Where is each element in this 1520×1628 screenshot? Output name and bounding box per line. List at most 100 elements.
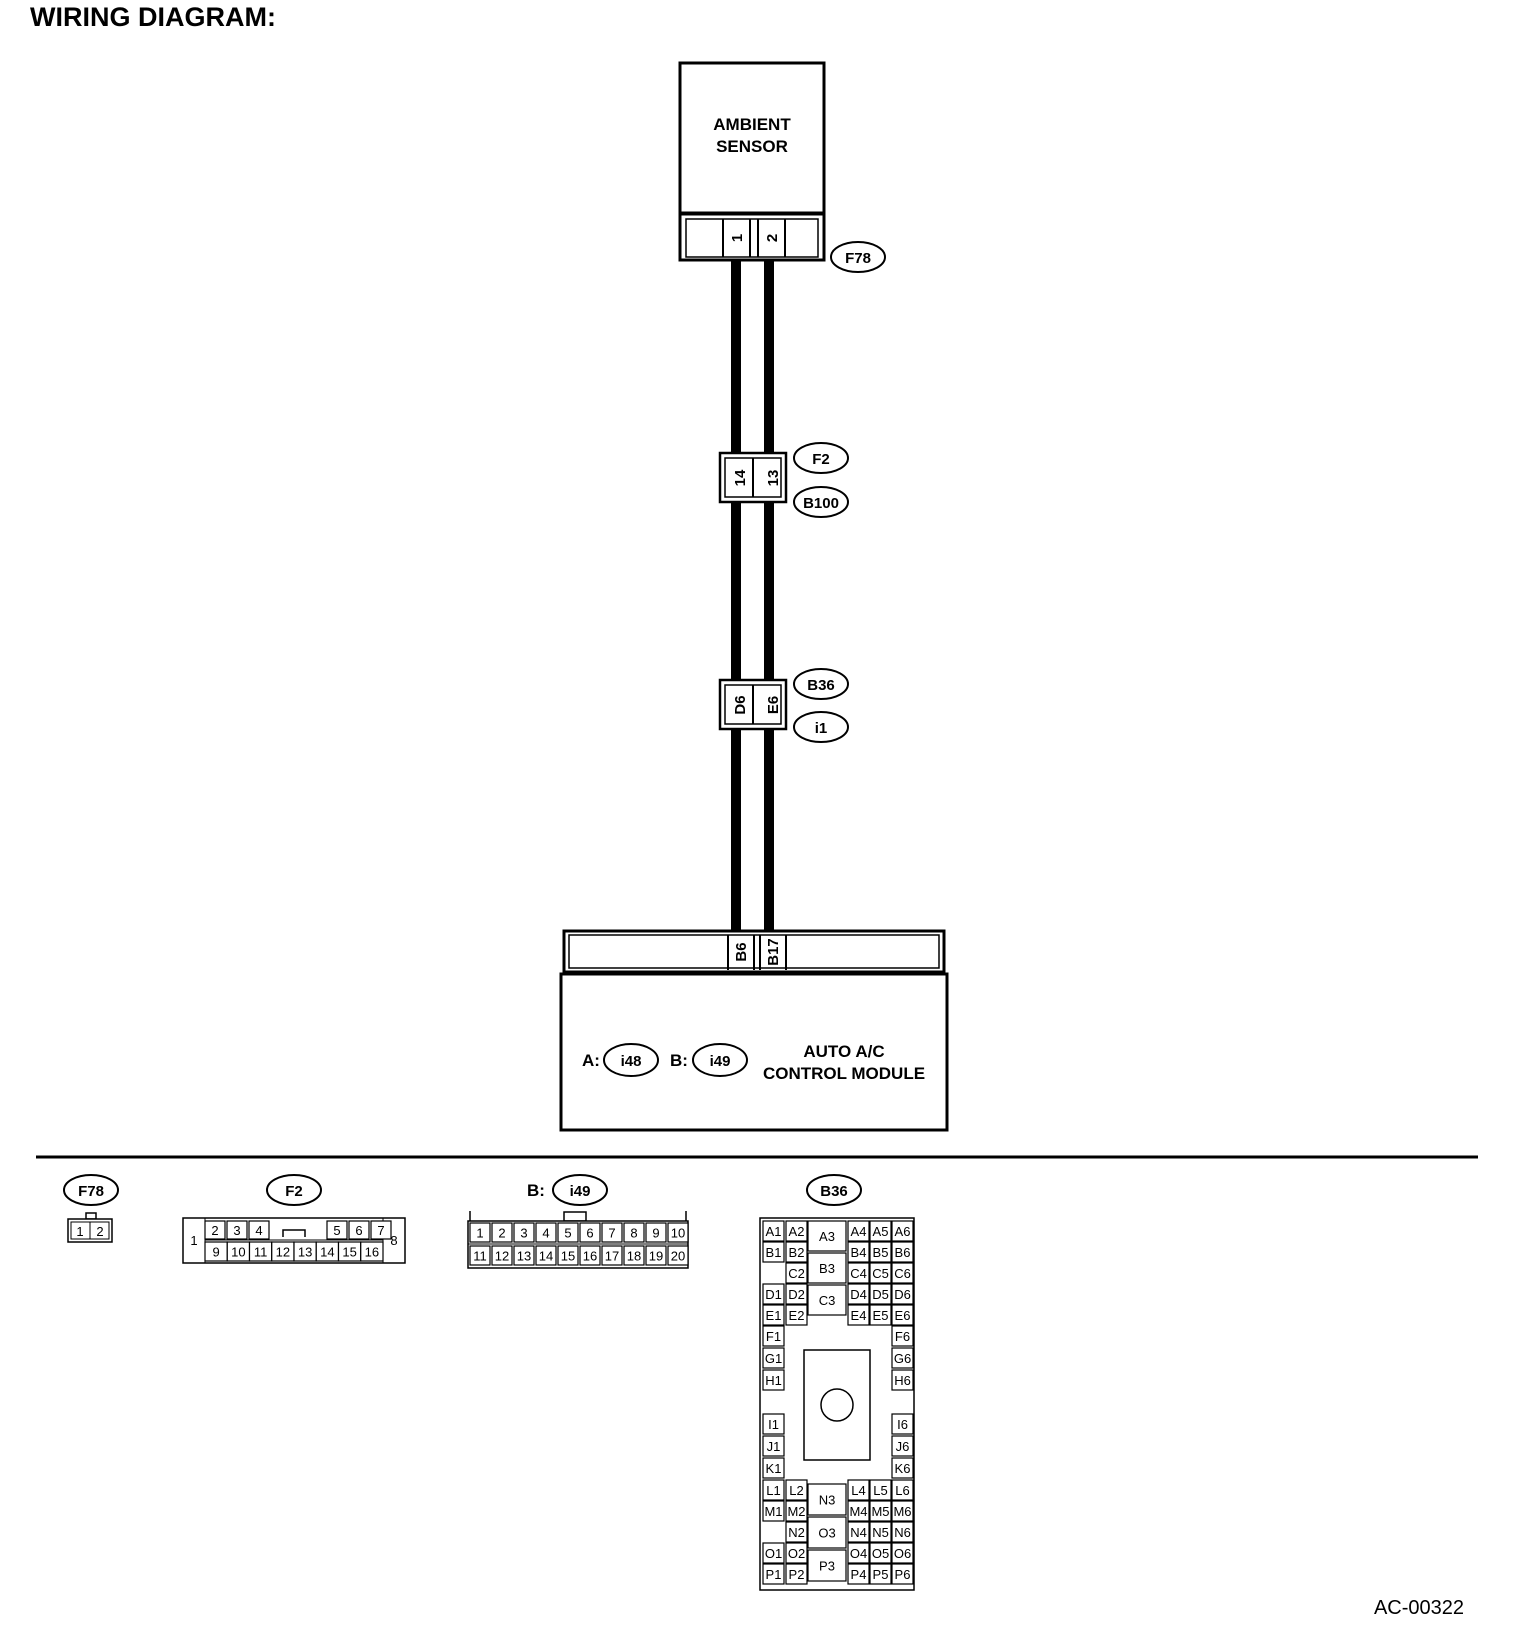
legend-b36-pin-A4: A4: [851, 1224, 867, 1239]
legend-b36-pin-D4: D4: [850, 1287, 867, 1302]
legend-b36-pin-L1-box: [762, 1479, 785, 1501]
legend-b36-pin-B2-box: [785, 1241, 808, 1263]
legend-b36-pin-M6: M6: [893, 1504, 911, 1519]
legend-b36-pin-N5: N5: [872, 1525, 889, 1540]
legend-b36-pin-B6: B6: [895, 1245, 911, 1260]
connector-tag-b36-label: B36: [807, 677, 835, 694]
legend-b36-pin-N3: N3: [819, 1493, 836, 1508]
legend-f2-pin-5-box: [326, 1220, 348, 1240]
wire-2-seg-b: [764, 500, 774, 682]
legend-b36-pin-C5: C5: [872, 1266, 889, 1281]
legend-b36-pin-O2-box: [785, 1542, 808, 1564]
legend-b36-pin-E5: E5: [873, 1308, 889, 1323]
legend-b36-pin-B5-box: [869, 1241, 892, 1263]
legend-b36-pin-M6-box: [891, 1500, 914, 1522]
legend-b36-tag: [806, 1174, 862, 1206]
legend-f2-pin-left: 1: [190, 1233, 197, 1248]
legend-b36-pin-B4: B4: [851, 1245, 867, 1260]
legend-i49-pin-14: 14: [539, 1249, 553, 1264]
legend-b36-pin-I6-box: [891, 1413, 914, 1435]
legend-i49-pin-13: 13: [517, 1249, 531, 1264]
legend-b36-pin-P2-box: [785, 1563, 808, 1585]
legend-b36-pin-J1: J1: [767, 1439, 781, 1454]
legend-b36-pin-H6: H6: [894, 1373, 911, 1388]
legend-i49-pin-19-box: [645, 1245, 667, 1266]
legend-b36-pin-C4-box: [847, 1262, 870, 1284]
junction1-pin-14: 14: [732, 469, 749, 486]
legend-b36-pin-P4: P4: [851, 1567, 867, 1582]
module-conn-a-prefix: A:: [582, 1051, 600, 1070]
legend-b36-pin-B2: B2: [789, 1245, 805, 1260]
legend-i49-pin-15-box: [557, 1245, 579, 1266]
legend-i49-pin-11-box: [469, 1245, 491, 1266]
legend-b36-pin-L4: L4: [851, 1483, 865, 1498]
legend-f2-pin-6-box: [348, 1220, 370, 1240]
legend-b36-pin-M4-box: [847, 1500, 870, 1522]
module-pin-b6: B6: [733, 942, 750, 961]
legend-b36-pin-D4-box: [847, 1283, 870, 1305]
legend-b36-pin-K6-box: [891, 1457, 914, 1479]
legend-b36-pin-P3: P3: [819, 1559, 835, 1574]
legend-b36-pin-F1: F1: [766, 1329, 781, 1344]
legend-i49-pin-18: 18: [627, 1249, 641, 1264]
legend-i49-pin-7: 7: [608, 1226, 615, 1241]
legend-i49-pin-15: 15: [561, 1249, 575, 1264]
module-conn-b-prefix: B:: [670, 1051, 688, 1070]
legend-b36-pin-N4: N4: [850, 1525, 867, 1540]
connector-tag-f2-label: F2: [812, 451, 830, 468]
legend-b36-pin-B3-box: [807, 1252, 847, 1284]
legend-b36-pin-M5-box: [869, 1500, 892, 1522]
legend-f2-pin-7: 7: [377, 1223, 384, 1238]
legend-b36-pin-O5-box: [869, 1542, 892, 1564]
legend-b36-pin-C6-box: [891, 1262, 914, 1284]
legend-b36-pin-G6: G6: [894, 1351, 911, 1366]
legend-b36-pin-B4-box: [847, 1241, 870, 1263]
legend-i49-pin-3: 3: [520, 1226, 527, 1241]
legend-b36-pin-O6: O6: [894, 1546, 911, 1561]
legend-i49-pin-8-box: [623, 1222, 645, 1243]
wire-1-seg-c: [731, 726, 741, 932]
legend-b36-pin-J6: J6: [896, 1439, 910, 1454]
legend-f2-pin-5: 5: [333, 1223, 340, 1238]
legend-f78: F78 1 2: [63, 1174, 119, 1243]
wire-1-seg-b: [731, 500, 741, 682]
legend-b36-pin-E4: E4: [851, 1308, 867, 1323]
legend-i49-tag-label: i49: [570, 1183, 591, 1200]
legend-f2-pin-12: 12: [276, 1245, 290, 1260]
legend-b36-pin-H1: H1: [765, 1373, 782, 1388]
legend-f2-pin-10: 10: [231, 1245, 245, 1260]
legend-b36-pin-D6: D6: [894, 1287, 911, 1302]
connector-tag-b36: [793, 668, 849, 700]
legend-i49-pin-8: 8: [630, 1226, 637, 1241]
legend-b36-pin-O3: O3: [818, 1526, 835, 1541]
legend-b36-pin-P5-box: [869, 1563, 892, 1585]
legend-b36-pin-P6-box: [891, 1563, 914, 1585]
legend-i49-tag: [552, 1174, 608, 1206]
legend-b36-pin-D5-box: [869, 1283, 892, 1305]
legend-f2-pin-15: 15: [342, 1245, 356, 1260]
legend-b36-pin-N4-box: [847, 1521, 870, 1543]
legend-b36-pin-E2: E2: [789, 1308, 805, 1323]
legend-b36-pin-O6-box: [891, 1542, 914, 1564]
connector-tag-f78: [830, 241, 886, 273]
legend-b36-pin-O2: O2: [788, 1546, 805, 1561]
legend-b36-pin-D2: D2: [788, 1287, 805, 1302]
legend-f2-pin-3: 3: [233, 1223, 240, 1238]
legend-i49-pin-11: 11: [473, 1249, 487, 1264]
legend-b36-pin-L5: L5: [873, 1483, 887, 1498]
legend-i49-pin-1-box: [469, 1222, 491, 1243]
connector-tag-b100: [793, 486, 849, 518]
legend-f2-tag: [266, 1174, 322, 1206]
legend-i49-pin-4-box: [535, 1222, 557, 1243]
legend-i49-pin-7-box: [601, 1222, 623, 1243]
ambient-sensor-label-1: AMBIENT: [713, 115, 791, 134]
legend-b36-pin-C4: C4: [850, 1266, 867, 1281]
legend-b36-pin-E1-box: [762, 1304, 785, 1326]
junction2-pin-e6: E6: [765, 696, 782, 714]
legend-i49-pin-4: 4: [542, 1226, 549, 1241]
legend-b36-pin-P1: P1: [766, 1567, 782, 1582]
legend-b36-pin-A3-box: [807, 1220, 847, 1252]
legend-b36-pin-P2: P2: [789, 1567, 805, 1582]
legend-b36-pin-A5: A5: [873, 1224, 889, 1239]
